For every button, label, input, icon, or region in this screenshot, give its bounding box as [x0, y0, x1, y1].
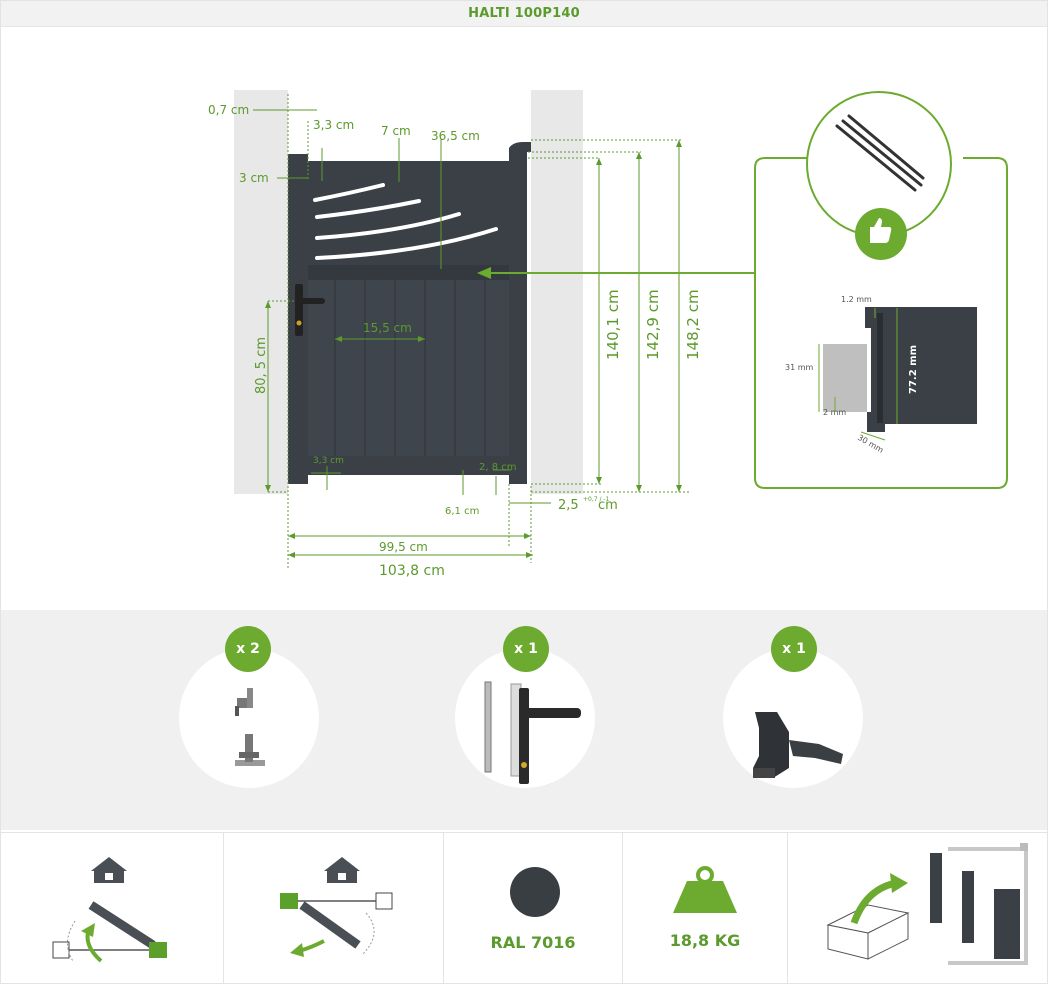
dim-36-5: 36,5 cm: [431, 129, 480, 143]
right-post: [509, 142, 531, 484]
left-wall: [234, 90, 288, 494]
dim-2-8: 2, 8 cm: [479, 462, 517, 473]
dim-80-5: 80, 5 cm: [254, 337, 269, 394]
dim-2-5-unit: cm: [598, 498, 618, 513]
weight-cell: 18,8 KG: [623, 833, 787, 983]
gate-stop-icon: [753, 712, 843, 778]
dim-6-1: 6,1 cm: [445, 506, 479, 517]
dim-0-7: 0,7 cm: [208, 103, 249, 117]
accessory-hinges: x 2: [179, 626, 319, 788]
opening-inward-left-icon: [52, 857, 167, 963]
accessories-band: x 2 x 1 x 1: [1, 610, 1047, 830]
dim-15-5: 15,5 cm: [363, 321, 412, 335]
accessory-gate-stop: x 1: [723, 626, 863, 788]
product-title: HALTI 100P140: [468, 6, 580, 21]
qty-badge-lock: x 1: [503, 626, 549, 672]
lower-panel: [308, 280, 509, 456]
hinges-icon: [235, 688, 265, 766]
color-cell: RAL 7016: [444, 833, 622, 983]
mid-rail: [308, 265, 509, 280]
dim-3: 3 cm: [239, 171, 269, 185]
profile-callout: 1.2 mm 31 mm 2 mm 30 mm 77.2 mm: [754, 91, 1008, 489]
qty-badge-hinges: x 2: [225, 626, 271, 672]
accessory-lock: x 1: [455, 626, 595, 788]
dim-148-2: 148,2 cm: [684, 289, 702, 360]
profile-dim-2: 2 mm: [823, 408, 846, 417]
profile-section: [865, 307, 977, 432]
bottom-rail: [308, 456, 509, 475]
lock-handle-icon: [484, 681, 581, 784]
dim-3-3-bottom: 3,3 cm: [313, 456, 344, 466]
dim-103-8: 103,8 cm: [379, 563, 445, 579]
profile-dim-31: 31 mm: [785, 363, 814, 372]
dim-140-1: 140,1 cm: [604, 289, 622, 360]
dim-2-5: 2,5: [558, 498, 579, 513]
house-icon: [91, 857, 127, 883]
right-wall: [531, 90, 583, 494]
screws-icon: [835, 114, 925, 192]
packaging-cell: [788, 833, 1046, 983]
gate-diagram-svg: 0,7 cm 3,3 cm 7 cm 36,5 cm 3 cm 15,5 cm …: [208, 90, 1008, 579]
opening-right-cell: [224, 833, 443, 983]
house-icon: [324, 857, 360, 883]
packaging-icon: [826, 843, 1028, 965]
opening-left-cell: [1, 833, 223, 983]
dim-2-5-tolerance: +0,7 / -1: [583, 496, 610, 503]
profile-dim-1-2: 1.2 mm: [841, 295, 872, 304]
opening-outward-right-icon: [280, 857, 393, 957]
color-swatch: [510, 867, 560, 917]
weight-label: 18,8 KG: [669, 931, 741, 950]
dim-7: 7 cm: [381, 124, 411, 138]
dim-142-9: 142,9 cm: [644, 289, 662, 360]
qty-badge-gate-stop: x 1: [771, 626, 817, 672]
top-rail: [308, 161, 509, 181]
features-row: RAL 7016 18,8 KG: [1, 832, 1047, 983]
weight-icon: [673, 866, 737, 913]
profile-blade: [823, 344, 867, 412]
profile-dim-77-2: 77.2 mm: [908, 345, 919, 394]
dim-3-3-top: 3,3 cm: [313, 118, 354, 132]
thumbs-up-icon: [870, 218, 892, 243]
dim-99-5: 99,5 cm: [379, 540, 428, 554]
title-bar: HALTI 100P140: [1, 1, 1047, 27]
technical-drawing: 0,7 cm 3,3 cm 7 cm 36,5 cm 3 cm 15,5 cm …: [1, 28, 1047, 608]
color-label: RAL 7016: [490, 933, 576, 952]
handle-icon: [295, 284, 325, 336]
